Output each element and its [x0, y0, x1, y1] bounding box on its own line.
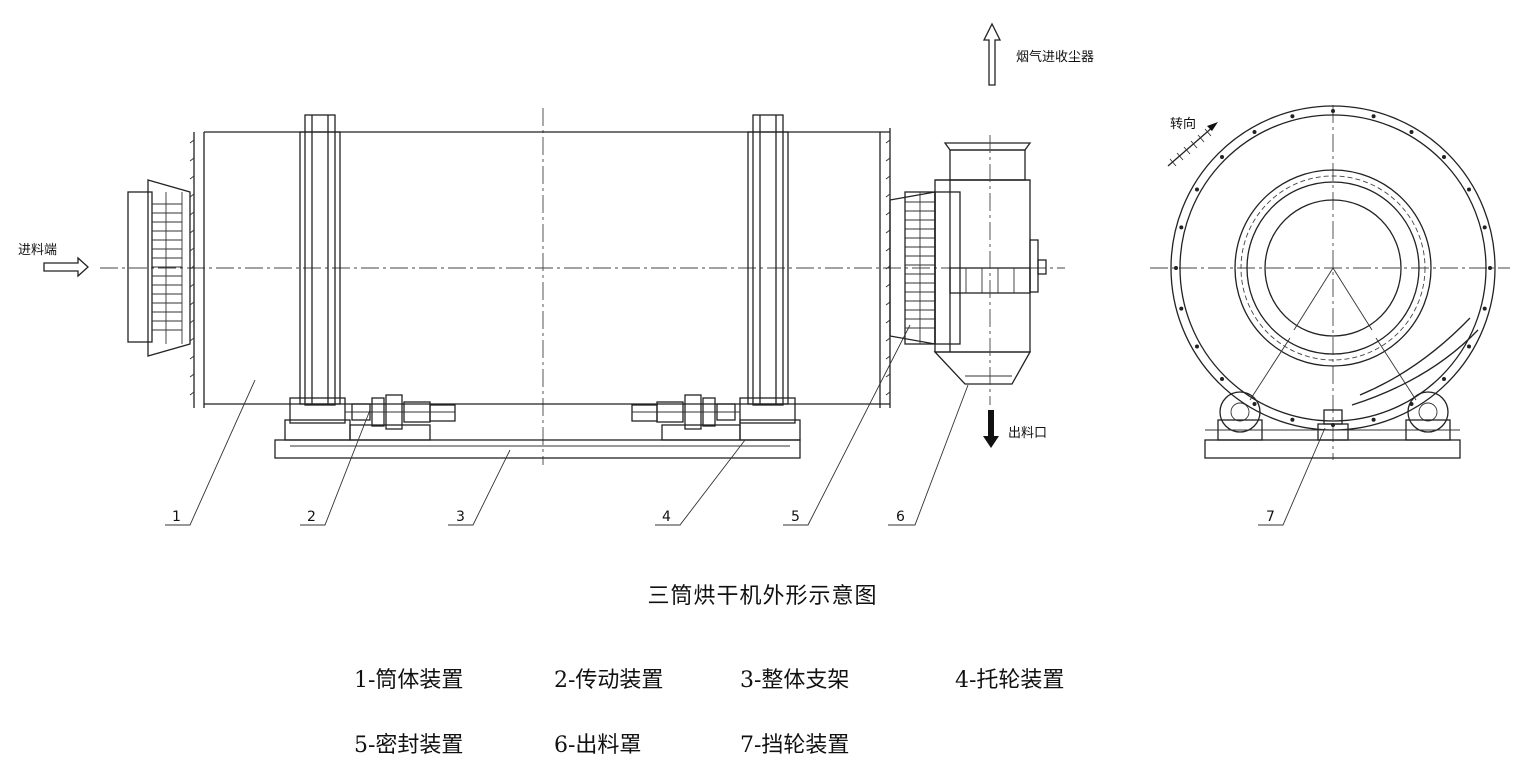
legend-item-3: 3-整体支架 — [740, 668, 850, 693]
legend-item-2: 2-传动装置 — [554, 668, 664, 693]
leader-lines — [165, 324, 1326, 526]
part-number-6: 6 — [896, 509, 905, 525]
feed-arrow-icon — [43, 256, 89, 278]
part-number-2: 2 — [307, 509, 316, 525]
rotation-arrow-icon — [1167, 122, 1218, 167]
flue-gas-arrow-icon — [982, 22, 1002, 86]
tyre-ring-left — [299, 114, 341, 406]
drive-unit-right — [631, 394, 796, 430]
discharge-port-label: 出料口 — [1008, 426, 1047, 441]
feed-end-hood — [127, 179, 191, 357]
discharge-arrow-icon — [983, 410, 999, 448]
legend-item-7: 7-挡轮装置 — [740, 733, 850, 758]
drive-unit-left — [289, 394, 456, 430]
rotation-label: 转向 — [1170, 116, 1196, 132]
part-number-7: 7 — [1266, 509, 1275, 525]
discharge-hood — [933, 135, 1047, 405]
support-frame — [274, 419, 801, 459]
side-view: 进料端 烟气进收尘器 出料口 1 2 3 4 5 6 7 — [18, 22, 1326, 526]
part-number-3: 3 — [456, 509, 465, 525]
legend-item-5: 5-密封装置 — [354, 733, 464, 758]
legend-item-1: 1-筒体装置 — [354, 668, 464, 693]
part-number-5: 5 — [791, 509, 800, 525]
legend-item-4: 4-托轮装置 — [955, 668, 1065, 693]
end-view: 转向 — [1150, 105, 1510, 460]
end-view-base — [1204, 439, 1461, 459]
part-number-1: 1 — [172, 509, 181, 525]
part-number-4: 4 — [662, 509, 671, 525]
support-roller-left — [1217, 391, 1263, 441]
legend-item-6: 6-出料罩 — [554, 733, 642, 758]
feed-end-label: 进料端 — [18, 243, 57, 258]
tyre-ring-right — [747, 114, 789, 406]
figure-caption: 三筒烘干机外形示意图 — [647, 584, 878, 609]
flue-gas-label: 烟气进收尘器 — [1016, 49, 1094, 65]
dryer-drawing: 进料端 烟气进收尘器 出料口 1 2 3 4 5 6 7 — [18, 22, 1510, 526]
